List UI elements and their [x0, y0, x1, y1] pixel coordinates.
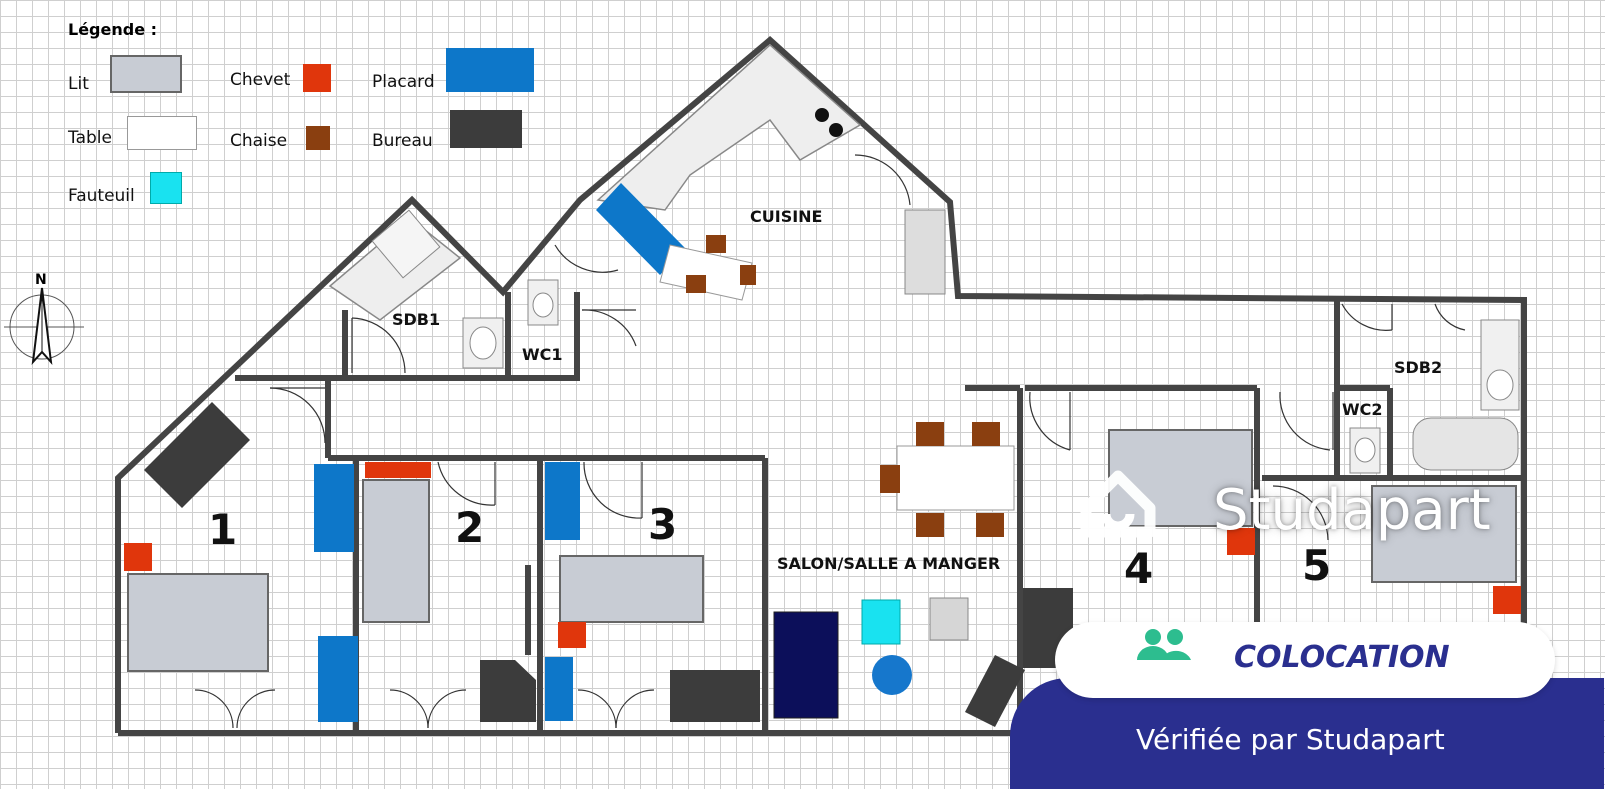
legend-swatch-lit [110, 55, 182, 93]
room-number-1: 1 [208, 505, 238, 554]
compass-icon [4, 287, 84, 366]
legend-label-table: Table [68, 128, 112, 148]
legend-label-placard: Placard [372, 72, 435, 92]
legend-swatch-chaise [306, 126, 330, 150]
legend-title: Légende : [68, 20, 158, 39]
legend-label-chaise: Chaise [230, 131, 288, 151]
compass-label: N [35, 272, 47, 288]
legend-swatch-table [127, 116, 197, 150]
room-label-sdb2: SDB2 [1394, 358, 1443, 377]
room-number-4: 4 [1124, 544, 1154, 593]
legend-label-chevet: Chevet [230, 70, 291, 90]
room-label-cuisine: CUISINE [750, 207, 823, 226]
room-number-5: 5 [1302, 541, 1332, 590]
legend-swatch-bureau [450, 110, 522, 148]
watermark-brand: Studapart [1213, 478, 1491, 543]
legend-label-bureau: Bureau [372, 131, 433, 151]
legend-swatch-placard [446, 48, 534, 92]
verified-text: Vérifiée par Studapart [1136, 723, 1445, 756]
legend-label-fauteuil: Fauteuil [68, 186, 135, 206]
room-label-wc2: WC2 [1342, 400, 1383, 419]
room-number-3: 3 [648, 500, 678, 549]
house-logo-icon [1080, 470, 1156, 538]
room-label-sdb1: SDB1 [392, 310, 441, 329]
room-label-salon: SALON/SALLE A MANGER [777, 554, 1001, 573]
legend-swatch-fauteuil [150, 172, 182, 204]
colocation-label: COLOCATION [1234, 640, 1450, 675]
legend-swatch-chevet [303, 64, 331, 92]
legend-label-lit: Lit [68, 74, 89, 94]
room-number-2: 2 [455, 503, 485, 552]
users-icon [1137, 629, 1191, 660]
room-label-wc1: WC1 [522, 345, 563, 364]
